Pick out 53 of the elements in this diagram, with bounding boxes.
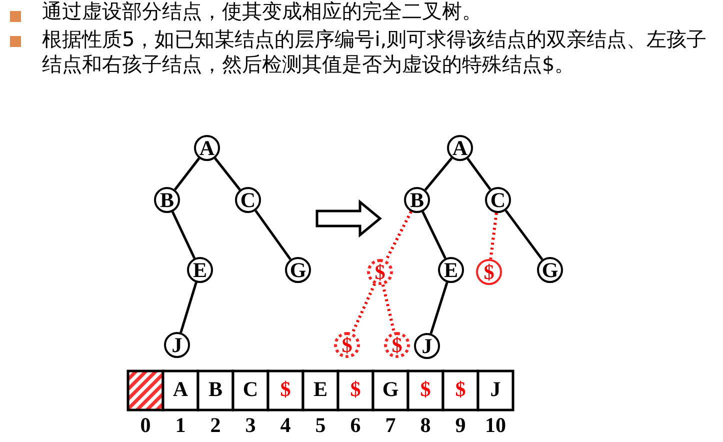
tree-node: G	[537, 257, 563, 283]
array-value: G	[381, 377, 400, 402]
tree-edge	[214, 157, 241, 191]
tree-node: B	[154, 187, 180, 213]
array-index: 4	[279, 413, 292, 438]
array-value: $	[454, 377, 467, 402]
tree-edge	[180, 282, 198, 333]
tree-edge	[430, 282, 448, 334]
array-value: B	[207, 377, 224, 402]
tree-edge	[504, 210, 544, 260]
tree-edge	[422, 211, 446, 259]
tree-node: E	[187, 257, 213, 283]
tree-edge	[350, 283, 376, 334]
tree-edge	[174, 158, 200, 190]
tree-node: J	[164, 332, 190, 358]
array-index: 3	[244, 413, 257, 438]
tree-edge	[384, 210, 412, 262]
array-index: 9	[454, 413, 467, 438]
array-value: $	[279, 377, 292, 402]
array-value: A	[172, 377, 190, 402]
array-index: 7	[384, 413, 397, 438]
tree-edge	[254, 210, 292, 260]
array-index: 6	[349, 413, 362, 438]
array-value: E	[312, 377, 328, 402]
tree-edge	[466, 158, 492, 190]
tree-node: C	[235, 187, 261, 213]
tree-edge	[424, 157, 453, 191]
tree-node: B	[404, 187, 430, 213]
tree-node: G	[285, 257, 311, 283]
tree-node: C	[485, 187, 511, 213]
tree-edge	[381, 284, 396, 333]
array-index: 0	[139, 413, 152, 438]
array-index: 10	[484, 413, 507, 438]
array-index: 5	[314, 413, 327, 438]
array-index: 1	[174, 413, 187, 438]
tree-node: $	[384, 332, 410, 358]
array-value: C	[242, 377, 260, 402]
array-index: 8	[419, 413, 432, 438]
tree-edge	[489, 212, 498, 260]
array-value: $	[349, 377, 362, 402]
bullet-text: 通过虚设部分结点，使其变成相应的完全二叉树。	[42, 0, 483, 24]
tree-node: $	[334, 332, 360, 358]
tree-node: A	[447, 135, 473, 161]
tree-node: A	[194, 135, 220, 161]
tree-node: $	[476, 259, 502, 285]
bullet-text: 根据性质5，如已知某结点的层序编号i,则可求得该结点的双亲结点、左孩子结点和右孩子结点，然后检测其值是否为虚设的特殊结点$。	[42, 27, 708, 77]
array-index: 2	[209, 413, 222, 438]
tree-node: J	[414, 333, 440, 359]
tree-edge	[171, 211, 196, 259]
array-value: $	[419, 377, 432, 402]
tree-node: $	[367, 259, 393, 285]
array-value: J	[489, 377, 502, 402]
tree-node: E	[438, 257, 464, 283]
